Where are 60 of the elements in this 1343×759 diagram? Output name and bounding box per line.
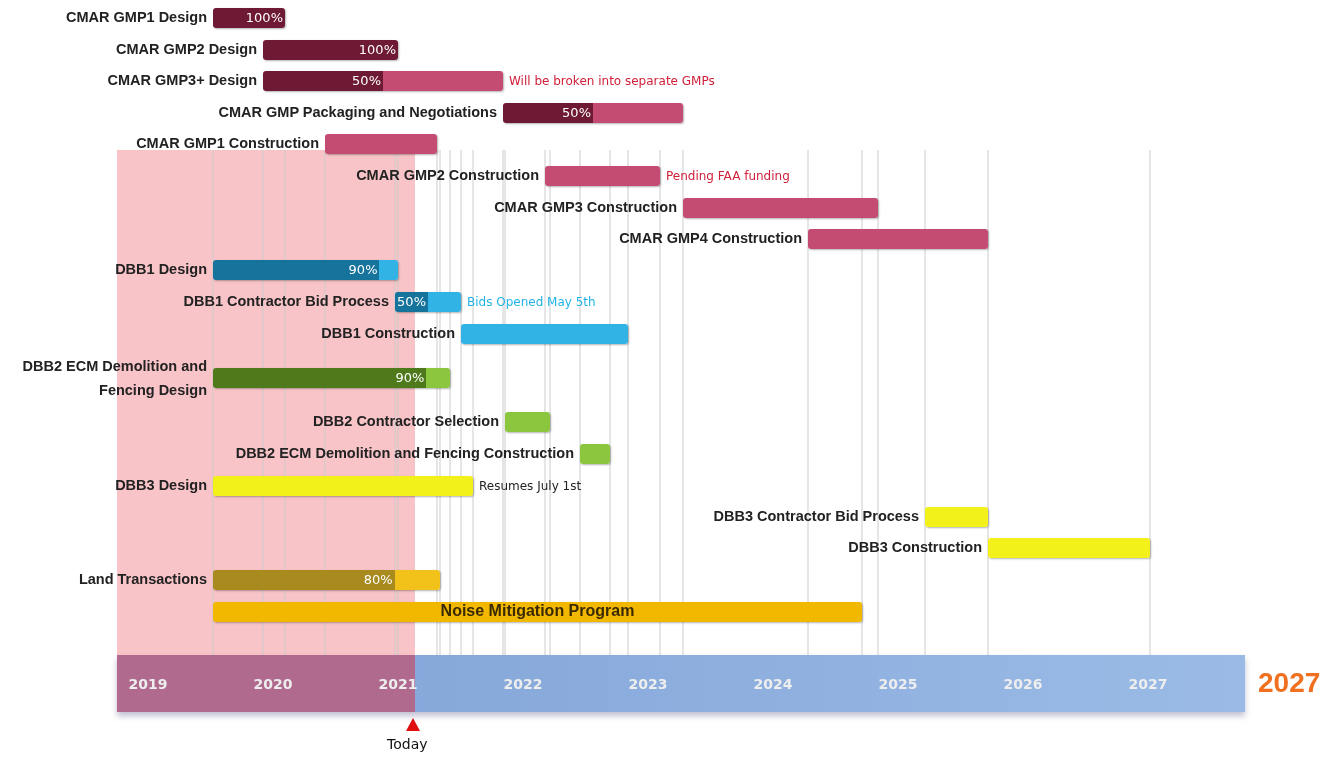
task-label: CMAR GMP2 Design [116,41,257,58]
percent-label: 50% [397,294,426,310]
year-label: 2022 [502,676,544,692]
task-label: DBB3 Contractor Bid Process [713,508,919,525]
year-label: 2024 [752,676,794,692]
task-label: CMAR GMP1 Design [66,9,207,26]
gantt-bar [461,324,628,344]
percent-label: 50% [562,105,591,121]
bar-note: Will be broken into separate GMPs [509,74,715,88]
year-label: 2019 [127,676,169,692]
task-label: CMAR GMP3+ Design [107,72,257,89]
gantt-bar [580,444,610,464]
bar-note: Pending FAA funding [666,169,790,183]
gantt-bar [503,103,683,123]
year-label: 2027 [1127,676,1169,692]
percent-label: 100% [358,42,396,58]
gantt-bar [213,368,450,388]
gantt-bar [213,8,285,28]
task-label: DBB2 Contractor Selection [312,413,499,430]
task-label: Land Transactions [78,571,207,588]
task-label: DBB3 Construction [848,539,982,556]
bar-note: Resumes July 1st [479,479,582,493]
gantt-bar [683,198,878,218]
task-label: DBB2 ECM Demolition and Fencing Design [21,357,207,400]
gantt-bar [925,507,988,527]
bar-title: Noise Mitigation Program [439,603,636,619]
bar-note: Bids Opened May 5th [467,295,596,309]
year-label: 2020 [252,676,294,692]
gantt-bar [213,476,473,496]
year-label: 2023 [627,676,669,692]
today-label: Today [387,736,428,753]
percent-label: 100% [245,10,283,26]
gantt-bar [505,412,550,432]
task-label: DBB2 ECM Demolition and Fencing Construction [235,445,574,462]
percent-label: 80% [363,572,393,588]
year-label: 2025 [877,676,919,692]
task-label: DBB3 Design [115,477,207,494]
year-label: 2026 [1002,676,1044,692]
gantt-bar [263,40,398,60]
gantt-bar [213,602,862,622]
end-year-label: 2027 [1258,666,1321,700]
task-label: DBB1 Construction [321,325,455,342]
task-label: CMAR GMP1 Construction [136,135,319,152]
task-label: DBB1 Contractor Bid Process [183,293,389,310]
gantt-bar [213,570,440,590]
task-label: CMAR GMP2 Construction [356,167,539,184]
gantt-bar [325,134,437,154]
gantt-bar [988,538,1150,558]
task-label: CMAR GMP4 Construction [619,230,802,247]
gantt-bar [263,71,503,91]
gantt-bar [395,292,461,312]
task-label: CMAR GMP Packaging and Negotiations [218,104,497,121]
task-label: DBB1 Design [115,261,207,278]
gantt-bar [545,166,660,186]
gantt-bar [808,229,988,249]
task-label: CMAR GMP3 Construction [494,199,677,216]
percent-label: 50% [352,73,381,89]
percent-label: 90% [348,262,378,278]
gantt-bar [213,260,398,280]
percent-label: 90% [395,370,425,386]
